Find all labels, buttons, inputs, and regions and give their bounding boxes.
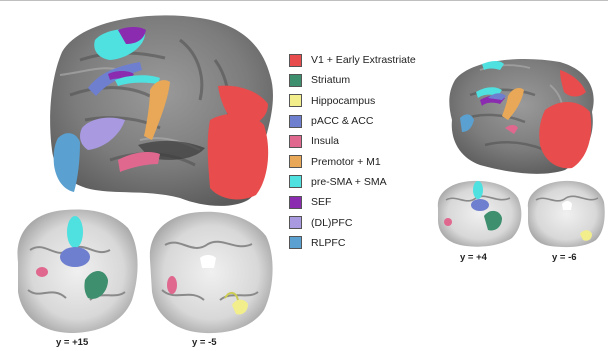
legend-swatch	[289, 115, 302, 128]
slice-y-plus4	[438, 181, 522, 247]
legend-label: SEF	[311, 196, 331, 208]
legend-swatch	[289, 216, 302, 229]
legend-item: Premotor + M1	[289, 151, 416, 171]
legend-item: (DL)PFC	[289, 212, 416, 232]
legend-label: pACC & ACC	[311, 115, 373, 127]
legend-label: pre-SMA + SMA	[311, 176, 387, 188]
legend-label: V1 + Early Extrastriate	[311, 54, 416, 66]
legend-label: Insula	[311, 135, 339, 147]
legend-swatch	[289, 196, 302, 209]
region-rlpfc	[54, 133, 80, 192]
legend-item: SEF	[289, 192, 416, 212]
legend-item: pACC & ACC	[289, 111, 416, 131]
legend-label: Premotor + M1	[311, 156, 381, 168]
slice-caption-y-plus4: y = +4	[460, 252, 487, 263]
legend-swatch	[289, 236, 302, 249]
legend-swatch	[289, 74, 302, 87]
legend-swatch	[289, 175, 302, 188]
slice-caption-y-minus5: y = -5	[192, 337, 217, 348]
legend-label: Striatum	[311, 74, 350, 86]
legend-label: (DL)PFC	[311, 217, 352, 229]
legend-item: Hippocampus	[289, 91, 416, 111]
slice-caption-y-minus6: y = -6	[552, 252, 577, 263]
slice-caption-y-plus15: y = +15	[56, 337, 88, 348]
legend-item: RLPFC	[289, 233, 416, 253]
legend-item: Insula	[289, 131, 416, 151]
legend-item: V1 + Early Extrastriate	[289, 50, 416, 70]
legend-item: Striatum	[289, 70, 416, 90]
legend-label: RLPFC	[311, 237, 345, 249]
legend-swatch	[289, 54, 302, 67]
legend-swatch	[289, 155, 302, 168]
legend-item: pre-SMA + SMA	[289, 172, 416, 192]
legend: V1 + Early Extrastriate Striatum Hippoca…	[289, 50, 416, 253]
legend-label: Hippocampus	[311, 95, 375, 107]
slice-y-minus6	[528, 181, 605, 247]
slice-y-plus15	[18, 210, 138, 333]
slice-y-minus5	[150, 212, 273, 333]
legend-swatch	[289, 94, 302, 107]
legend-swatch	[289, 135, 302, 148]
